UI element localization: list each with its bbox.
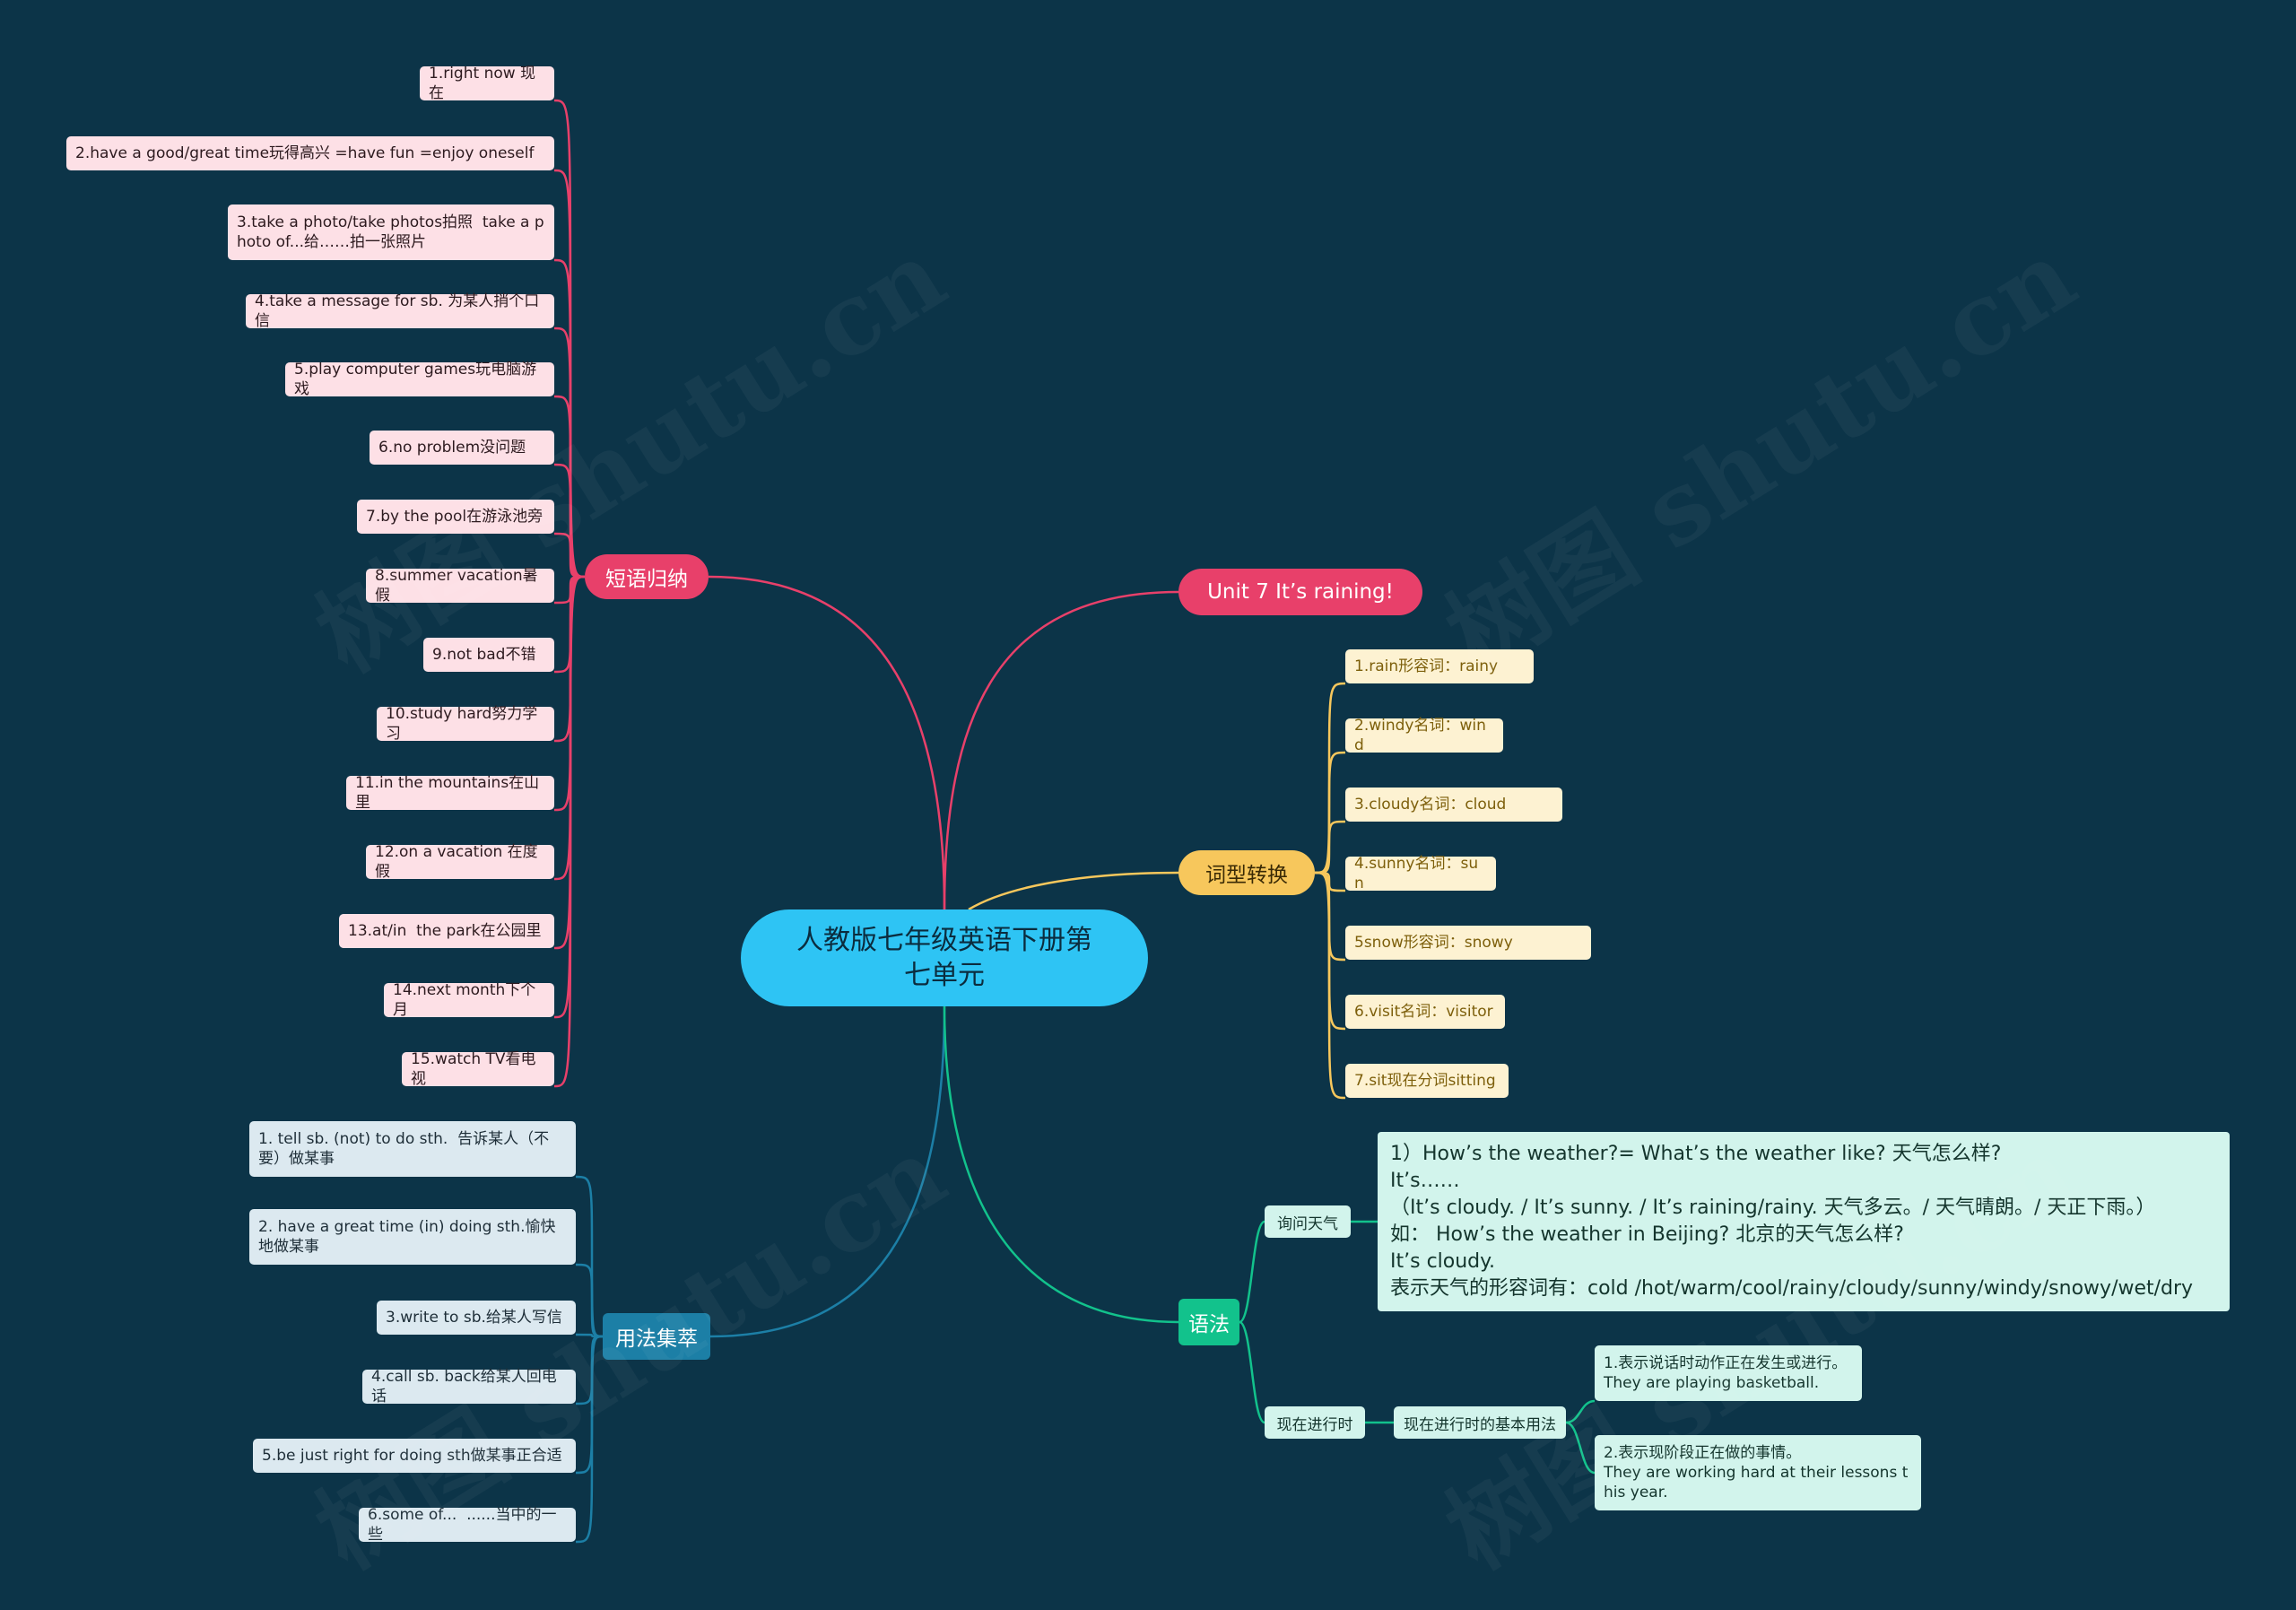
edge-root-unit (943, 590, 1179, 910)
weather-question-node[interactable]: 询问天气 (1265, 1205, 1351, 1238)
phrases-branch[interactable]: 短语归纳 (585, 554, 709, 599)
edge-root-usage (709, 1005, 946, 1338)
phrase-item[interactable]: 12.on a vacation 在度假 (366, 843, 554, 881)
phrase-item[interactable]: 8.summer vacation暑假 (366, 567, 554, 605)
weather-question-content: 1）How’s the weather?= What’s the weather… (1378, 1132, 2230, 1311)
weather-line: 1）How’s the weather?= What’s the weather… (1390, 1143, 2002, 1165)
wordform-item[interactable]: 2.windy名词：wind (1345, 717, 1503, 754)
edge-phrase (553, 532, 586, 579)
wordform-item[interactable]: 6.visit名词：visitor (1345, 995, 1505, 1029)
wordform-item[interactable]: 7.sit现在分词sitting (1345, 1064, 1509, 1098)
weather-line: 表示天气的形容词有：cold /hot/warm/cool/rainy/clou… (1390, 1277, 2194, 1300)
weather-line: 如： How’s the weather in Beijing? 北京的天气怎么… (1390, 1223, 1904, 1246)
phrase-item[interactable]: 9.not bad不错 (423, 638, 554, 672)
edge-wordform (1314, 820, 1346, 875)
edge-root-grammar (943, 1005, 1179, 1324)
wordform-item[interactable]: 1.rain形容词：rainy (1345, 649, 1534, 683)
grammar-branch[interactable]: 语法 (1178, 1299, 1239, 1345)
phrase-item[interactable]: 6.no problem没问题 (370, 431, 554, 465)
phrase-item[interactable]: 7.by the pool在游泳池旁 (357, 500, 554, 534)
phrase-item[interactable]: 14.next month下个月 (384, 981, 554, 1019)
present-progressive-basic-usage-node[interactable]: 现在进行时的基本用法 (1394, 1406, 1566, 1439)
edge-usage (575, 1335, 604, 1405)
wordform-item[interactable]: 5snow形容词：snowy (1345, 926, 1591, 960)
present-progressive-usage-item[interactable]: 1.表示说话时动作正在发生或进行。 They are playing baske… (1595, 1345, 1862, 1401)
present-progressive-usage-item[interactable]: 2.表示现阶段正在做的事情。 They are working hard at … (1595, 1435, 1921, 1510)
usage-item[interactable]: 6.some of... ......当中的一些 (359, 1506, 576, 1544)
edge-usage (575, 1263, 604, 1338)
wordforms-branch[interactable]: 词型转换 (1178, 850, 1315, 895)
weather-line: （It’s cloudy. / It’s sunny. / It’s raini… (1390, 1197, 2156, 1219)
usage-item[interactable]: 2. have a great time (in) doing sth.愉快地做… (249, 1209, 576, 1265)
phrase-item[interactable]: 3.take a photo/take photos拍照 take a phot… (228, 205, 554, 260)
edge-wordform (1314, 871, 1346, 1100)
edge-usage (575, 1175, 604, 1338)
phrase-item[interactable]: 11.in the mountains在山里 (346, 774, 554, 812)
usage-item[interactable]: 1. tell sb. (not) to do sth. 告诉某人（不要）做某事 (249, 1121, 576, 1177)
usage-branch[interactable]: 用法集萃 (603, 1313, 710, 1360)
edge-usage (575, 1335, 604, 1544)
edge-phrase (553, 575, 586, 605)
edge-wordform (1314, 871, 1346, 892)
phrase-item[interactable]: 10.study hard努力学习 (377, 705, 554, 743)
wordform-item[interactable]: 3.cloudy名词：cloud (1345, 788, 1562, 822)
weather-line: It’s cloudy. (1390, 1250, 1496, 1273)
usage-item[interactable]: 4.call sb. back给某人回电话 (362, 1368, 576, 1405)
usage-item[interactable]: 5.be just right for doing sth做某事正合适 (253, 1439, 576, 1473)
edge-basic-item1 (1565, 1399, 1596, 1424)
root-node[interactable]: 人教版七年级英语下册第七单元 (741, 909, 1148, 1006)
edge-basic-item2 (1565, 1421, 1596, 1475)
phrase-item[interactable]: 2.have a good/great time玩得高兴 =have fun =… (66, 136, 554, 170)
phrase-item[interactable]: 13.at/in the park在公园里 (339, 914, 554, 948)
unit-title-node[interactable]: Unit 7 It’s raining! (1178, 569, 1422, 615)
weather-line: It’s…… (1390, 1170, 1460, 1192)
present-progressive-node[interactable]: 现在进行时 (1265, 1406, 1365, 1439)
phrase-item[interactable]: 15.watch TV看电视 (402, 1050, 554, 1088)
wordform-item[interactable]: 4.sunny名词：sun (1345, 855, 1496, 892)
phrase-item[interactable]: 5.play computer games玩电脑游戏 (285, 361, 554, 398)
phrase-item[interactable]: 1.right now 现在 (420, 65, 554, 102)
edge-grammar-progressive (1239, 1320, 1265, 1424)
edge-phrase (553, 575, 586, 1088)
edge-root-wordforms (968, 871, 1179, 911)
phrase-item[interactable]: 4.take a message for sb. 为某人捎个口信 (246, 292, 554, 330)
usage-item[interactable]: 3.write to sb.给某人写信 (377, 1301, 576, 1335)
edge-grammar-weather (1239, 1220, 1265, 1324)
edge-root-phrases (708, 575, 946, 910)
